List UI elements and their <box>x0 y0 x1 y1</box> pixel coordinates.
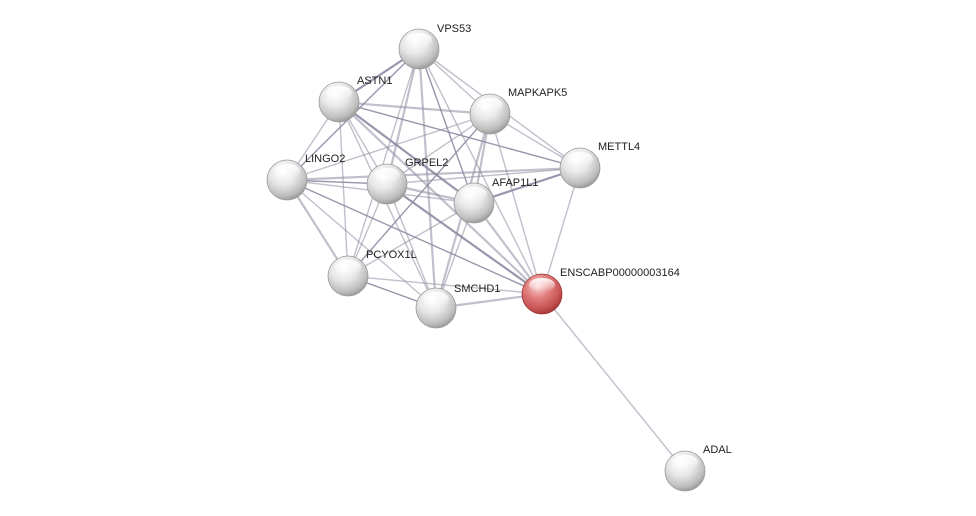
node-astn1[interactable] <box>318 81 360 123</box>
edge-enscabp00000003164-adal <box>541 293 686 472</box>
edge-vps53-pcyox1l <box>347 48 420 277</box>
node-label-grpel2: GRPEL2 <box>405 157 448 169</box>
edge-afap1l1-pcyox1l <box>347 202 475 277</box>
node-highlight <box>672 455 698 469</box>
node-highlight <box>477 98 503 112</box>
node-highlight <box>374 168 400 182</box>
node-pcyox1l[interactable] <box>327 255 369 297</box>
edge-mapkapk5-pcyox1l <box>347 113 491 277</box>
edge-astn1-enscabp00000003164 <box>338 101 543 295</box>
edge-grpel2-enscabp00000003164 <box>386 183 543 295</box>
node-label-vps53: VPS53 <box>437 23 471 35</box>
edge-astn1-smchd1 <box>338 101 437 309</box>
node-label-afap1l1: AFAP1L1 <box>492 177 538 189</box>
node-mettl4[interactable] <box>559 147 601 189</box>
node-afap1l1[interactable] <box>453 182 495 224</box>
edge-grpel2-smchd1 <box>386 183 437 309</box>
node-label-lingo2: LINGO2 <box>305 153 345 165</box>
edge-astn1-afap1l1 <box>338 101 475 204</box>
node-highlight <box>461 187 487 201</box>
node-grpel2[interactable] <box>366 163 408 205</box>
edge-mapkapk5-enscabp00000003164 <box>489 113 543 295</box>
node-vps53[interactable] <box>398 28 440 70</box>
node-enscabp00000003164[interactable] <box>521 273 563 315</box>
edge-pcyox1l-enscabp00000003164 <box>347 275 543 295</box>
node-label-pcyox1l: PCYOX1L <box>366 249 417 261</box>
node-highlight <box>423 292 449 306</box>
node-highlight <box>567 152 593 166</box>
node-highlight <box>274 164 300 178</box>
node-label-smchd1: SMCHD1 <box>454 283 500 295</box>
edge-astn1-mapkapk5 <box>338 100 491 116</box>
edge-mettl4-enscabp00000003164 <box>541 167 581 295</box>
edge-astn1-pcyox1l <box>338 101 349 277</box>
node-highlight <box>326 86 352 100</box>
edge-mapkapk5-grpel2 <box>386 113 491 185</box>
node-highlight <box>406 33 432 47</box>
node-adal[interactable] <box>664 450 706 492</box>
node-mapkapk5[interactable] <box>469 93 511 135</box>
node-label-enscabp00000003164: ENSCABP00000003164 <box>560 267 680 279</box>
edge-mapkapk5-lingo2 <box>286 113 491 181</box>
edge-mettl4-grpel2 <box>386 167 581 185</box>
node-label-adal: ADAL <box>703 444 732 456</box>
node-highlight <box>529 278 555 292</box>
edge-vps53-smchd1 <box>417 48 438 309</box>
node-label-mapkapk5: MAPKAPK5 <box>508 87 567 99</box>
node-label-mettl4: METTL4 <box>598 141 640 153</box>
node-smchd1[interactable] <box>415 287 457 329</box>
node-lingo2[interactable] <box>266 159 308 201</box>
node-label-astn1: ASTN1 <box>357 75 392 87</box>
nodes-layer <box>266 28 706 492</box>
edge-mettl4-lingo2 <box>286 166 581 182</box>
edge-vps53-grpel2 <box>385 48 421 185</box>
node-highlight <box>335 260 361 274</box>
